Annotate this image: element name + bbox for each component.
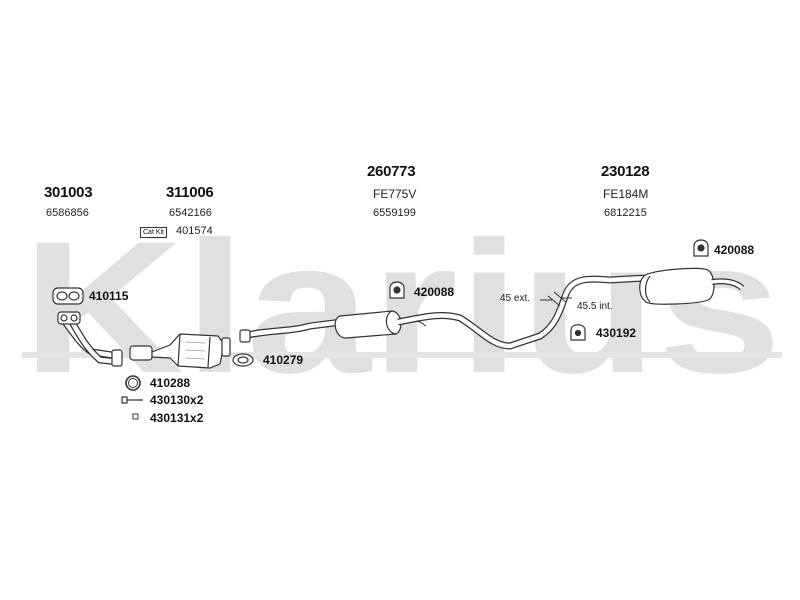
catalytic-converter: [129, 333, 231, 369]
clamp-icon: [570, 324, 586, 341]
nut-label: 430131x2: [150, 411, 204, 425]
assembly-oe-number: 6812215: [604, 207, 647, 219]
rubber-mount-rear-icon: [693, 239, 709, 257]
measurement-int: 45.5 int.: [577, 301, 613, 312]
assembly-part-number: 311006: [166, 184, 214, 201]
gasket-mid-icon: [232, 353, 254, 367]
rubber-mount-mid-icon: [389, 281, 405, 299]
gasket-mid-label: 410279: [263, 353, 304, 367]
nut-icon: [132, 413, 139, 420]
assembly-code: FE775V: [373, 187, 417, 201]
cat-kit-badge: Cat Kit: [140, 227, 168, 238]
clamp-label: 430192: [596, 326, 637, 340]
gasket-front-label: 410115: [89, 289, 129, 303]
rubber-mount-rear-label: 420088: [714, 243, 755, 257]
assembly-oe-number: 6559199: [373, 207, 416, 219]
cat-kit-part-number: 401574: [176, 225, 213, 237]
rubber-mount-mid-label: 420088: [414, 285, 455, 299]
intermediate-pipe: [239, 318, 343, 343]
bolt-label: 430130x2: [150, 393, 204, 407]
assembly-oe-number: 6586856: [46, 207, 89, 219]
watermark-underline: [22, 352, 782, 358]
assembly-oe-number: 6542166: [169, 207, 212, 219]
assembly-code: FE184M: [603, 187, 649, 201]
assembly-part-number: 260773: [367, 163, 416, 180]
measurement-ext: 45 ext.: [500, 293, 531, 304]
ring-icon: [125, 375, 141, 391]
rear-pipe: [397, 274, 647, 350]
watermark-logo: Klarius: [22, 202, 782, 412]
front-downpipe: [57, 311, 123, 367]
gasket-front-icon: [52, 287, 84, 305]
assembly-part-number: 230128: [601, 163, 650, 180]
bolt-icon: [121, 396, 143, 404]
assembly-part-number: 301003: [44, 184, 93, 201]
pipe-dimension-marks: [540, 291, 572, 307]
rear-silencer: [639, 267, 745, 305]
ring-label: 410288: [150, 376, 191, 390]
